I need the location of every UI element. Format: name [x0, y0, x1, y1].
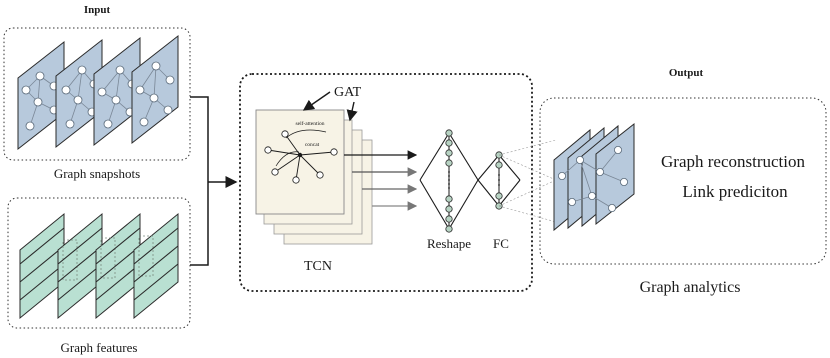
output-label: Output	[669, 67, 704, 79]
fc-layer	[477, 151, 521, 210]
gat-card-stack: self-attention concat	[255, 109, 373, 245]
concat-label: concat	[305, 142, 320, 148]
model-panel	[239, 73, 533, 292]
reshape-label: Reshape	[427, 236, 471, 251]
fc-to-output-lines	[498, 139, 557, 223]
link-prediction-label: Link prediciton	[682, 182, 788, 201]
gat-label: GAT	[334, 85, 362, 100]
gat-arrow	[302, 91, 331, 111]
feature-card	[133, 212, 179, 320]
output-panel	[539, 97, 827, 265]
graph-features-stack	[19, 212, 179, 320]
graph-snapshots-label: Graph snapshots	[54, 166, 140, 181]
reshape-layer	[419, 129, 479, 233]
input-label: Input	[84, 4, 111, 16]
input-connector	[190, 96, 238, 266]
feature-card	[19, 212, 65, 320]
snapshots-panel	[3, 27, 191, 161]
graph-analytics-label: Graph analytics	[640, 279, 741, 296]
output-snapshot-card	[595, 122, 635, 226]
fc-label: FC	[493, 236, 509, 251]
snapshot-card	[131, 34, 179, 145]
feature-card	[57, 212, 103, 320]
graph-features-label: Graph features	[61, 340, 138, 355]
tcn-output-arrows	[344, 150, 418, 211]
gat-arrow	[346, 101, 358, 122]
gat-card	[255, 109, 345, 215]
self-attention-label: self-attention	[295, 120, 324, 127]
feature-card	[95, 212, 141, 320]
graph-reconstruction-label: Graph reconstruction	[661, 152, 805, 171]
graph-snapshots-stack	[17, 34, 179, 151]
output-graph-stack	[553, 122, 635, 232]
tcn-label: TCN	[304, 259, 332, 274]
